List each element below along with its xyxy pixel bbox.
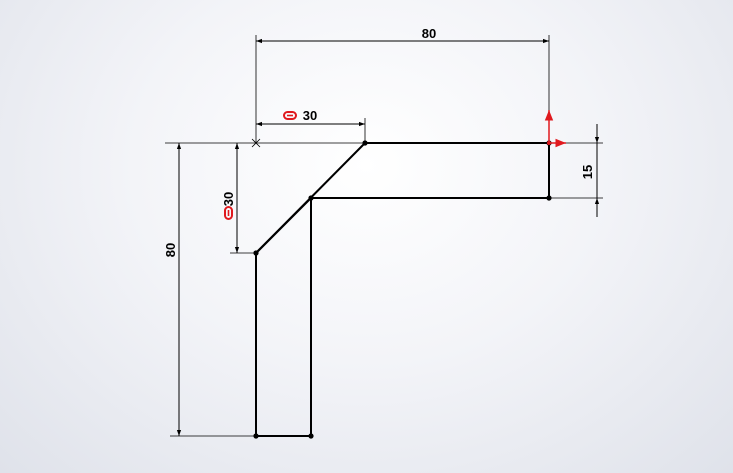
- dimension-top-width[interactable]: 80: [256, 26, 549, 44]
- dimension-chamfer-vertical[interactable]: 30: [221, 143, 240, 253]
- origin-axis-icon: [544, 110, 566, 148]
- dimension-thickness[interactable]: 15: [580, 124, 600, 217]
- extension-lines: [165, 35, 603, 437]
- dimension-height[interactable]: 80: [163, 143, 182, 436]
- link-relation-icon: [283, 111, 297, 120]
- vertex-point[interactable]: [308, 195, 314, 201]
- sketch-points: [253, 140, 552, 439]
- link-relation-icon: [224, 206, 233, 220]
- dimension-chamfer-horizontal[interactable]: 30: [256, 108, 365, 127]
- dimension-value: 30: [221, 192, 236, 206]
- vertex-point[interactable]: [308, 433, 314, 439]
- dimension-value: 80: [422, 26, 436, 41]
- sketch-profile[interactable]: [255, 142, 550, 437]
- dimension-value: 15: [580, 165, 595, 179]
- dimension-value: 30: [303, 108, 317, 123]
- inner-chamfer-edge[interactable]: [255, 197, 312, 254]
- dimension-value: 80: [163, 243, 178, 257]
